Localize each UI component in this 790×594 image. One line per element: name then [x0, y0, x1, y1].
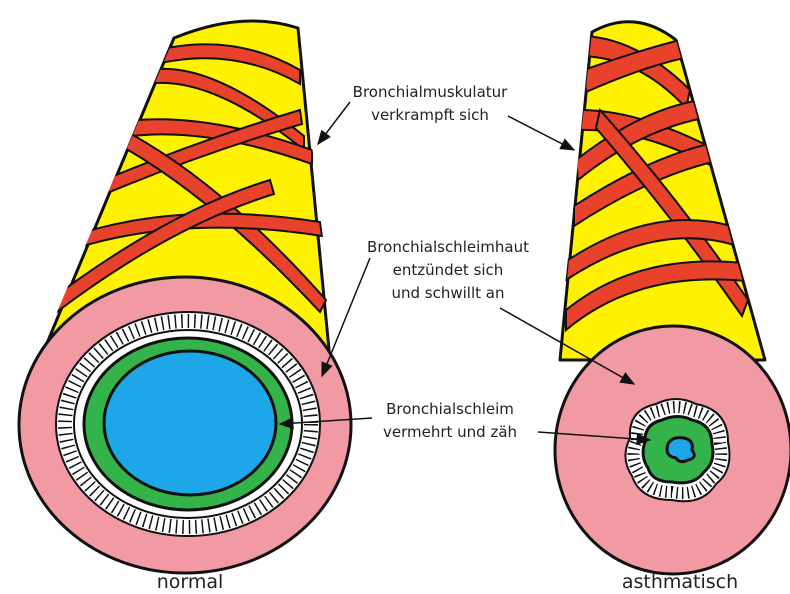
arrow-muscle-normal — [318, 102, 350, 144]
asthmatic-lumen — [667, 438, 694, 462]
label-muscle-line1: Bronchialmuskulatur — [353, 83, 509, 101]
normal-bronchus — [19, 21, 351, 573]
label-mucosa-line3: und schwillt an — [392, 284, 505, 302]
normal-lumen — [104, 351, 276, 495]
label-mucus: Bronchialschleim vermehrt und zäh — [383, 400, 517, 441]
arrow-mucosa-normal — [322, 258, 370, 376]
arrow-muscle-asthmatic — [508, 116, 574, 150]
asthmatic-bronchus — [555, 22, 790, 574]
label-muscle-line2: verkrampft sich — [371, 106, 489, 124]
label-mucosa-line1: Bronchialschleimhaut — [367, 238, 529, 256]
label-muscle: Bronchialmuskulatur verkrampft sich — [353, 83, 509, 124]
caption-normal: normal — [157, 571, 224, 593]
label-mucus-line2: vermehrt und zäh — [383, 423, 517, 441]
label-mucosa-line2: entzündet sich — [393, 261, 504, 279]
caption-asthmatic: asthmatisch — [622, 571, 738, 593]
label-mucus-line1: Bronchialschleim — [386, 400, 514, 418]
label-mucosa: Bronchialschleimhaut entzündet sich und … — [367, 238, 529, 302]
